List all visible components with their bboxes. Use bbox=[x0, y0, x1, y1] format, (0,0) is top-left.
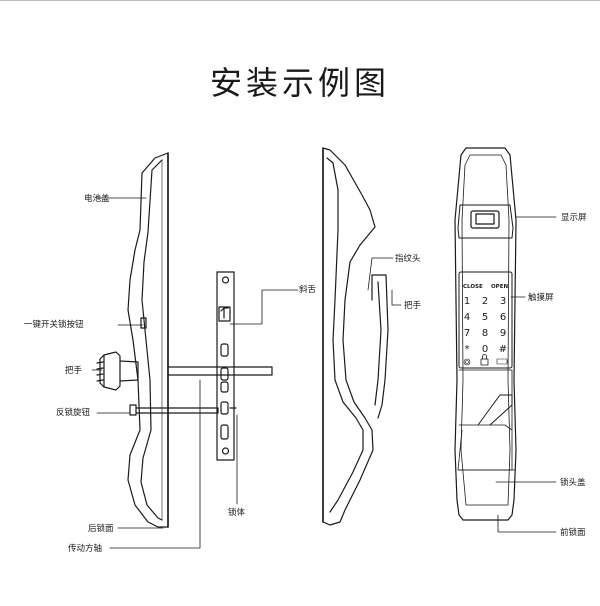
front-panel-side-view bbox=[322, 147, 389, 526]
keypad-open: OPEN bbox=[491, 284, 508, 290]
key-2: 2 bbox=[482, 296, 488, 307]
drive-shaft bbox=[135, 366, 273, 414]
rear-panel-side-view bbox=[96, 152, 169, 528]
label-battery-cover: 电池盖 bbox=[84, 193, 110, 204]
label-fingerprint-head: 指纹头 bbox=[395, 253, 421, 264]
key-3: 3 bbox=[500, 296, 506, 307]
key-star: * bbox=[465, 344, 470, 355]
key-6: 6 bbox=[500, 312, 506, 323]
label-handle-mid: 把手 bbox=[404, 300, 422, 311]
label-rear-panel: 后锁面 bbox=[88, 523, 114, 534]
leader-lines bbox=[91, 197, 557, 549]
lock-icon bbox=[480, 354, 489, 366]
top-divider bbox=[0, 0, 600, 1]
label-lock-cylinder-cover: 锁头盖 bbox=[560, 477, 586, 488]
key-hash: # bbox=[499, 344, 507, 355]
key-7: 7 bbox=[464, 328, 470, 339]
label-latch-bolt: 斜舌 bbox=[299, 284, 317, 295]
label-one-key-button: 一键开关锁按钮 bbox=[24, 319, 84, 330]
battery-icon bbox=[496, 358, 509, 365]
labels: 电池盖 一键开关锁按钮 把手 反锁旋钮 后锁面 传动方轴 斜舌 锁体 指纹头 把… bbox=[24, 193, 587, 554]
keypad: CLOSE OPEN 1 2 3 4 5 6 7 8 9 * 0 # bbox=[463, 284, 509, 366]
page-title: 安装示例图 bbox=[209, 64, 390, 102]
key-0: 0 bbox=[482, 344, 488, 355]
label-front-panel: 前锁面 bbox=[560, 527, 586, 538]
front-panel-front-view bbox=[454, 147, 517, 521]
label-drive-shaft: 传动方轴 bbox=[68, 543, 102, 554]
display-icon bbox=[470, 210, 500, 229]
key-1: 1 bbox=[464, 296, 470, 307]
handle-knob-icon bbox=[96, 351, 139, 391]
label-touchscreen: 触摸屏 bbox=[528, 292, 554, 303]
key-5: 5 bbox=[482, 312, 488, 323]
key-4: 4 bbox=[464, 312, 470, 323]
key-8: 8 bbox=[482, 328, 488, 339]
fingerprint-small-icon bbox=[463, 358, 471, 366]
label-display: 显示屏 bbox=[561, 213, 587, 223]
label-lock-body: 锁体 bbox=[228, 507, 246, 518]
key-9: 9 bbox=[500, 328, 506, 339]
mortise-lock-body bbox=[216, 271, 235, 461]
label-anti-lock-knob: 反锁旋钮 bbox=[56, 407, 91, 418]
keypad-close: CLOSE bbox=[463, 284, 483, 290]
label-handle-left: 把手 bbox=[65, 365, 83, 376]
